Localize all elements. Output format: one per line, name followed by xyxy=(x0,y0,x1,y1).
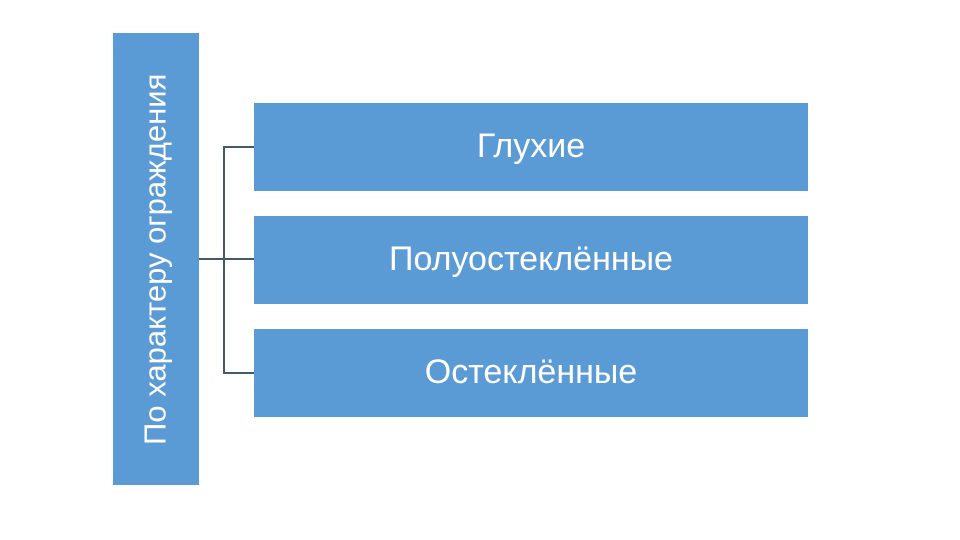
child-node-2[interactable]: Полуостеклённые xyxy=(254,216,808,304)
child-node-1-label: Глухие xyxy=(476,127,586,166)
connector-branch-to-child-2 xyxy=(223,258,255,260)
root-node-category[interactable]: По характеру ограждения xyxy=(113,33,199,485)
connector-branch-to-child-3 xyxy=(223,372,255,374)
root-node-label: По характеру ограждения xyxy=(137,73,173,445)
connector-stem xyxy=(199,258,225,260)
connector-branch-to-child-1 xyxy=(223,146,255,148)
child-node-3-label: Остеклённые xyxy=(424,353,638,392)
child-node-3[interactable]: Остеклённые xyxy=(254,329,808,417)
child-node-2-label: Полуостеклённые xyxy=(389,240,673,279)
connector-trunk-vertical xyxy=(223,147,225,374)
child-node-1[interactable]: Глухие xyxy=(254,103,808,191)
